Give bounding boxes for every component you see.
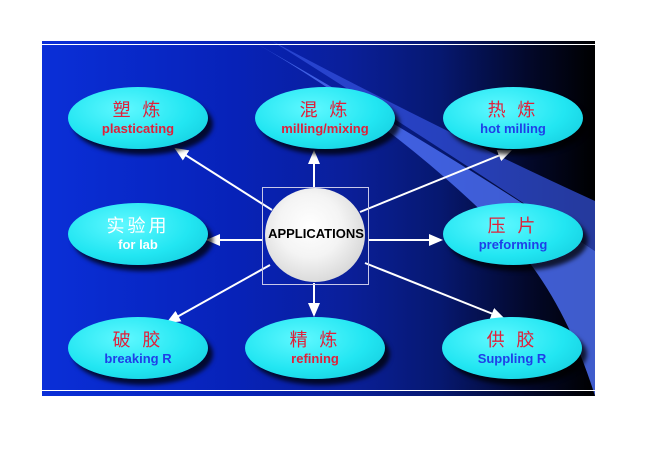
node-cn-label: 塑 炼 [112,100,164,121]
node-en-label: for lab [118,237,158,252]
node-suppling: 供 胶 Suppling R [442,317,582,379]
arrow-suppling [364,262,505,320]
node-en-label: refining [291,351,339,366]
center-label: APPLICATIONS [268,226,364,241]
node-en-label: Suppling R [477,351,547,366]
node-cn-label: 破 胶 [112,330,164,351]
node-refining: 精 炼 refining [245,317,385,379]
node-en-label: plasticating [101,121,175,136]
node-cn-label: 精 炼 [289,330,341,351]
node-plasticating: 塑 炼 plasticating [68,87,208,149]
arrow-breaking [166,264,271,323]
node-lab: 实验用 for lab [68,203,208,265]
node-en-label: breaking R [104,351,172,366]
node-en-label: preforming [478,237,548,252]
node-cn-label: 热 炼 [487,100,539,121]
center-sphere [265,188,365,282]
node-en-label: hot milling [480,121,546,136]
node-preforming: 压 片 preforming [443,203,583,265]
node-cn-label: 混 炼 [299,100,351,121]
center-frame [262,187,369,285]
node-en-label: milling/mixing [281,121,369,136]
node-cn-label: 供 胶 [486,330,538,351]
node-milling: 混 炼 milling/mixing [255,87,395,149]
arrow-hot-milling [359,149,512,213]
node-cn-label: 实验用 [106,216,170,237]
top-border-line [42,44,595,45]
bottom-border-line [42,390,595,391]
node-breaking: 破 胶 breaking R [68,317,208,379]
arrow-plasticating [174,147,273,211]
node-cn-label: 压 片 [487,216,539,237]
node-hot-milling: 热 炼 hot milling [443,87,583,149]
